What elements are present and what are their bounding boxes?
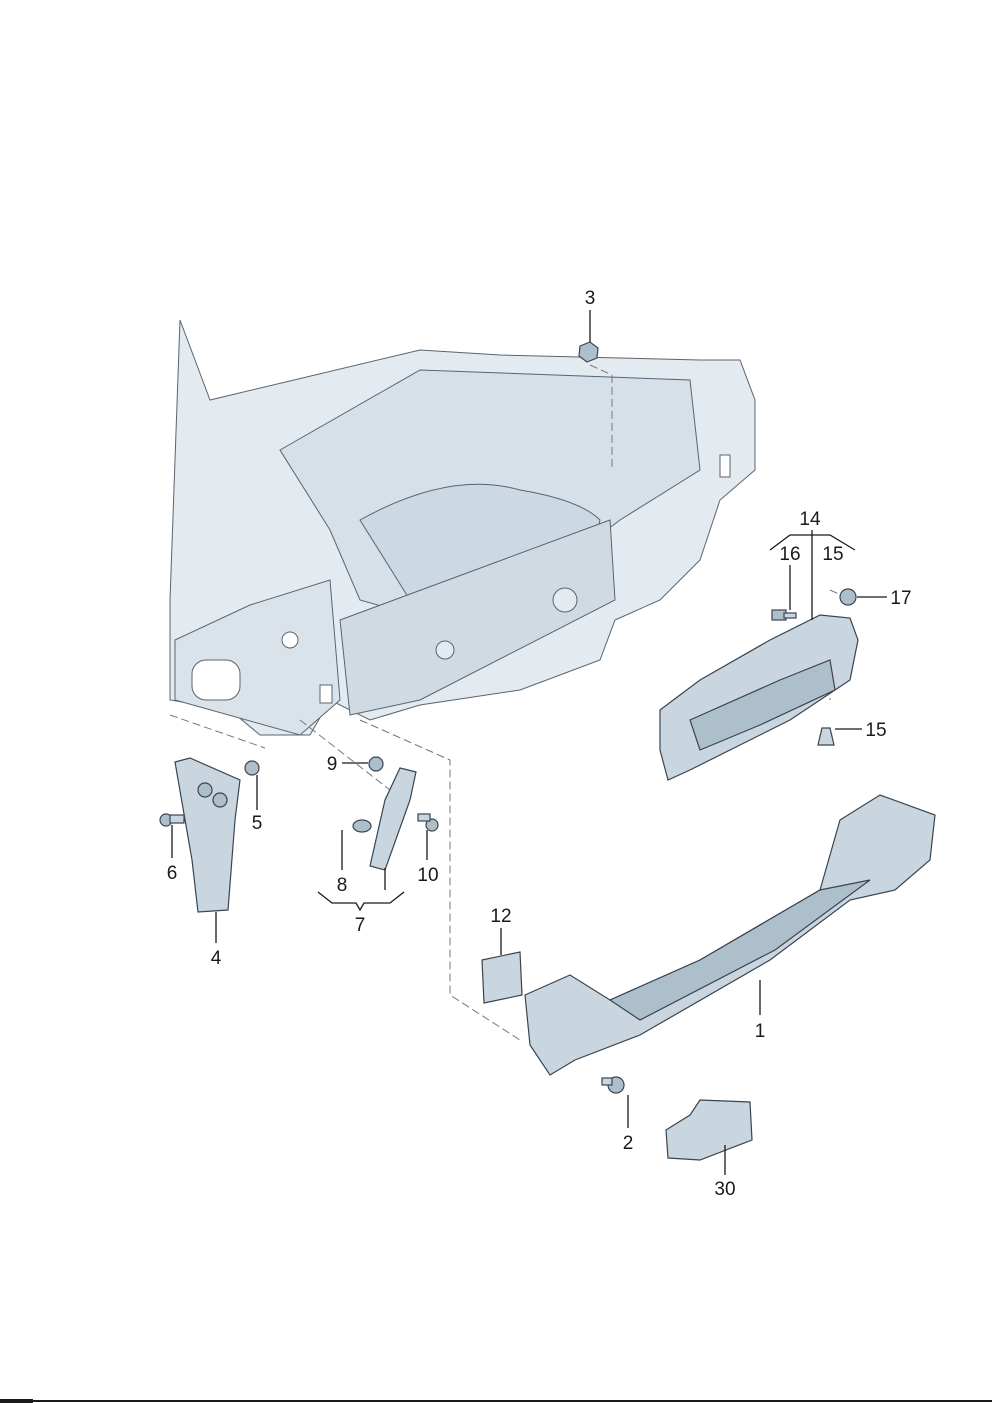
page-bottom-rule	[0, 1400, 992, 1402]
reinforcement-rib	[689, 659, 836, 751]
callout-15: 15	[822, 544, 843, 565]
member-part-7[interactable]	[369, 767, 417, 871]
leader-lines	[171, 310, 887, 1175]
callout-15-clip: 15	[865, 720, 886, 741]
nut-part-17[interactable]	[839, 588, 857, 606]
bolt-part-5[interactable]	[244, 760, 260, 776]
callout-16: 16	[779, 544, 800, 565]
callout-1: 1	[755, 1021, 766, 1042]
bolt-part-16[interactable]	[771, 609, 797, 621]
callout-4: 4	[211, 948, 222, 969]
callout-17: 17	[890, 588, 911, 609]
bumper-beam-face	[608, 879, 871, 1021]
clip-part-15[interactable]	[817, 727, 835, 746]
bolt-part-10[interactable]	[417, 813, 439, 832]
callout-14: 14	[799, 509, 821, 530]
bracket-hole	[197, 782, 213, 798]
callout-10: 10	[417, 865, 438, 886]
bolt-part-9[interactable]	[368, 756, 384, 772]
bracket-part-4[interactable]	[174, 757, 241, 913]
callout-6: 6	[167, 863, 178, 884]
bracket-part-30[interactable]	[665, 1099, 753, 1161]
cap-part-8[interactable]	[352, 819, 372, 833]
callout-30: 30	[714, 1179, 735, 1200]
callout-3: 3	[585, 288, 596, 309]
callout-9: 9	[327, 754, 338, 775]
page-bottom-tab	[0, 1399, 33, 1403]
callout-2: 2	[623, 1133, 634, 1154]
bolt-part-2[interactable]	[601, 1076, 625, 1094]
bracket-hole	[212, 792, 228, 808]
callout-7: 7	[355, 915, 366, 936]
bumper-beam-part-1[interactable]	[524, 794, 936, 1076]
callout-12: 12	[490, 906, 511, 927]
callout-8: 8	[337, 875, 348, 896]
vehicle-rear-body	[169, 319, 756, 736]
pad-part-12[interactable]	[481, 951, 523, 1004]
callout-5: 5	[252, 813, 263, 834]
bolt-part-6[interactable]	[159, 813, 185, 827]
